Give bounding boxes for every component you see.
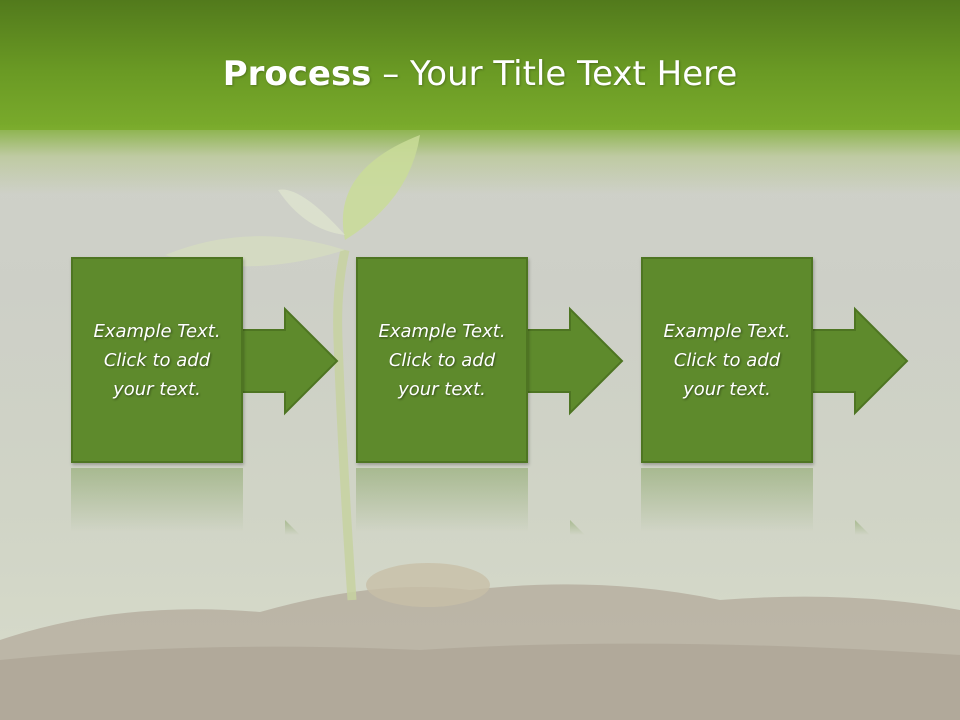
title-rest: – Your Title Text Here [371, 54, 738, 94]
arrow-1-reflection [285, 520, 300, 535]
step-box-2-reflection [356, 468, 528, 532]
slide-title[interactable]: Process – Your Title Text Here [0, 52, 960, 96]
seed-shape [366, 563, 490, 607]
step-box-3-reflection [641, 468, 813, 532]
arrow-2-reflection [570, 520, 585, 535]
step-box-2[interactable]: Example Text. Click to add your text. [356, 257, 528, 463]
title-bar-fade [0, 125, 960, 195]
soil-shadow [0, 643, 960, 720]
arrow-1 [239, 306, 339, 416]
title-bar [0, 0, 960, 130]
step-1-text[interactable]: Example Text. Click to add your text. [93, 320, 221, 400]
arrow-3-reflection [855, 520, 870, 535]
arrow-3 [809, 306, 909, 416]
arrow-2 [524, 306, 624, 416]
step-3-text[interactable]: Example Text. Click to add your text. [663, 320, 791, 400]
step-2-text[interactable]: Example Text. Click to add your text. [378, 320, 506, 400]
stem-shape [333, 249, 357, 601]
step-box-1-reflection [71, 468, 243, 532]
title-bold-word: Process [222, 54, 372, 94]
step-box-3[interactable]: Example Text. Click to add your text. [641, 257, 813, 463]
leaf-top [342, 135, 420, 240]
leaf-small [278, 189, 345, 235]
step-box-1[interactable]: Example Text. Click to add your text. [71, 257, 243, 463]
